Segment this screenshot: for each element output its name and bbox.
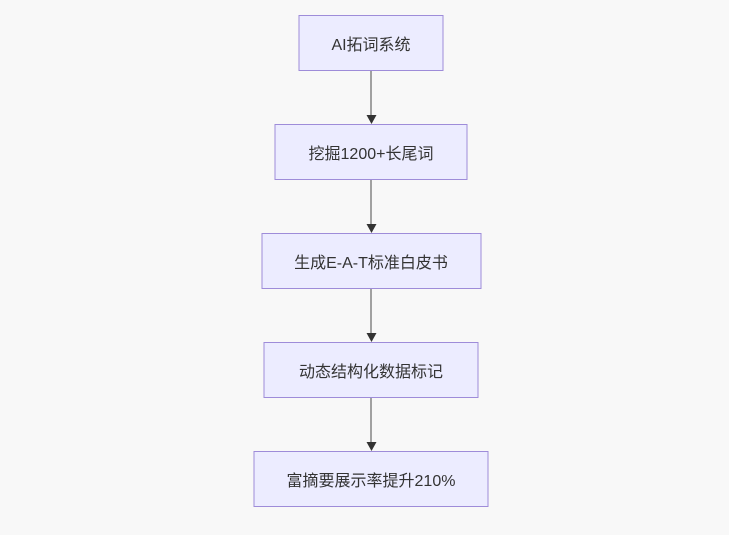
edge-n4-n5	[366, 398, 376, 451]
edge-line	[370, 398, 372, 443]
edge-n2-n3	[366, 180, 376, 233]
edge-n3-n4	[366, 289, 376, 342]
edge-line	[370, 289, 372, 334]
node-eat-standard-whitepaper: 生成E-A-T标准白皮书	[261, 233, 481, 289]
arrowhead-down-icon	[366, 115, 376, 124]
node-dynamic-structured-data-markup: 动态结构化数据标记	[263, 342, 479, 398]
node-label: 生成E-A-T标准白皮书	[294, 255, 448, 272]
arrowhead-down-icon	[366, 333, 376, 342]
arrowhead-down-icon	[366, 442, 376, 451]
node-label: 挖掘1200+长尾词	[308, 146, 434, 163]
edge-line	[370, 71, 372, 116]
arrowhead-down-icon	[366, 224, 376, 233]
node-ai-keyword-expansion-system: AI拓词系统	[298, 15, 444, 71]
node-longtail-keyword-mining: 挖掘1200+长尾词	[274, 124, 468, 180]
edge-n1-n2	[366, 71, 376, 124]
node-rich-snippet-rate-increase: 富摘要展示率提升210%	[253, 451, 489, 507]
edge-line	[370, 180, 372, 225]
node-label: 动态结构化数据标记	[298, 364, 443, 381]
node-label: AI拓词系统	[331, 37, 411, 54]
flowchart: AI拓词系统 挖掘1200+长尾词 生成E-A-T标准白皮书 动态结构化数据标记…	[253, 15, 489, 507]
node-label: 富摘要展示率提升210%	[286, 473, 456, 490]
